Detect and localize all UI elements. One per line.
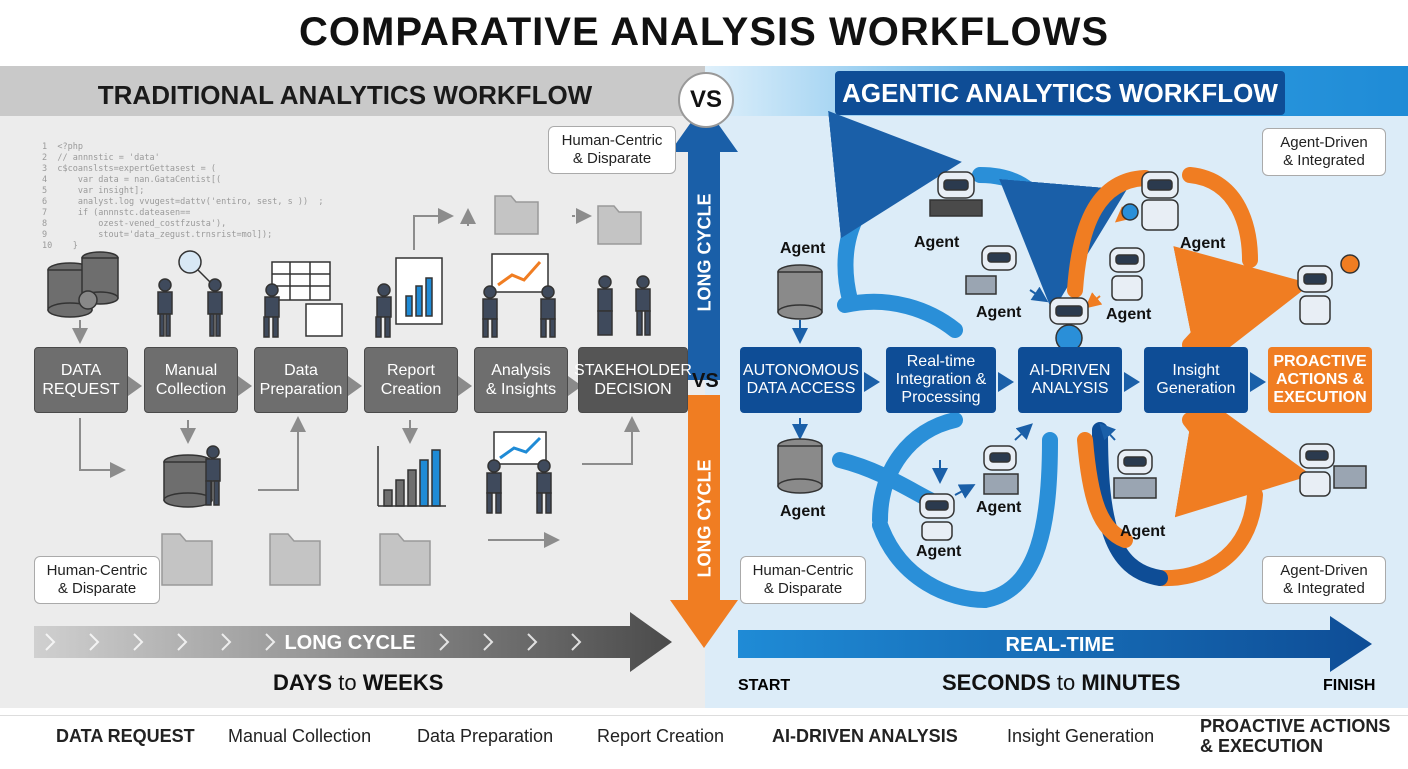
traditional-tag-bottom: Human-Centric & Disparate bbox=[34, 556, 160, 604]
step-analysis-insights: Analysis & Insights bbox=[474, 347, 568, 413]
legend-ai-driven-analysis: AI-DRIVEN ANALYSIS bbox=[772, 726, 958, 746]
people-icon bbox=[486, 459, 552, 514]
bar-chart-icon bbox=[377, 446, 446, 507]
legend-manual-collection: Manual Collection bbox=[228, 726, 372, 746]
agentic-tag-bottom-left: Human-Centric & Disparate bbox=[740, 556, 866, 604]
step-report-creation: Report Creation bbox=[364, 347, 458, 413]
robot-icon bbox=[919, 493, 955, 541]
agent-label: Agent bbox=[1180, 235, 1226, 252]
legend-report-creation: Report Creation bbox=[597, 726, 725, 746]
step-data-preparation: Data Preparation bbox=[254, 347, 348, 413]
spreadsheet-icon bbox=[271, 261, 343, 337]
page-title: COMPARATIVE ANALYSIS WORKFLOWS bbox=[299, 10, 1109, 54]
people-icon bbox=[482, 285, 556, 338]
legend-data-preparation: Data Preparation bbox=[417, 726, 554, 746]
agent-label: Agent bbox=[976, 499, 1022, 516]
traditional-header: TRADITIONAL ANALYTICS WORKFLOW bbox=[97, 80, 593, 110]
agentic-small-arrows bbox=[792, 206, 1133, 499]
person-icon bbox=[263, 283, 280, 338]
agentic-header: AGENTIC ANALYTICS WORKFLOW bbox=[835, 71, 1285, 115]
folder-icon bbox=[161, 533, 431, 586]
vs-badge-center: VS bbox=[692, 370, 719, 392]
step-proactive-actions: PROACTIVE ACTIONS & EXECUTION bbox=[1268, 347, 1372, 413]
vs-badge: VS bbox=[678, 72, 734, 128]
step-data-request: DATA REQUEST bbox=[34, 347, 128, 413]
traditional-icons bbox=[47, 195, 651, 586]
traditional-flow-arrows bbox=[128, 376, 582, 396]
long-cycle-label-bottom: LONG CYCLE bbox=[694, 459, 715, 578]
robot-icon bbox=[929, 171, 983, 217]
step-autonomous-data-access: AUTONOMOUS DATA ACCESS bbox=[740, 347, 862, 413]
agent-label: Agent bbox=[976, 304, 1022, 321]
timeline-finish: FINISH bbox=[1323, 677, 1376, 694]
traditional-duration: DAYS to WEEKS bbox=[273, 670, 444, 695]
agentic-timeline-label: REAL-TIME bbox=[1005, 634, 1115, 656]
step-stakeholder-decision: STAKEHOLDER DECISION bbox=[574, 347, 692, 413]
agentic-flow-arrows bbox=[864, 372, 1266, 392]
people-icon bbox=[157, 278, 223, 337]
magnifier-icon bbox=[178, 250, 211, 283]
folder-icon bbox=[494, 195, 642, 245]
robot-icon bbox=[965, 245, 1017, 295]
robot-icon bbox=[1109, 247, 1145, 301]
agentic-tag-top: Agent-Driven & Integrated bbox=[1262, 128, 1386, 176]
traditional-header-bar bbox=[0, 66, 705, 116]
gear-icon bbox=[78, 290, 98, 310]
agent-label: Agent bbox=[780, 240, 826, 257]
step-insight-generation: Insight Generation bbox=[1144, 347, 1248, 413]
presentation-icon bbox=[493, 431, 547, 465]
presentation-icon bbox=[491, 253, 549, 293]
robot-icon bbox=[1121, 171, 1179, 231]
robot-icon bbox=[983, 445, 1019, 495]
robot-icon bbox=[1113, 449, 1157, 499]
database-icon bbox=[777, 438, 823, 494]
timeline-start: START bbox=[738, 677, 791, 694]
agentic-tag-bottom-right: Agent-Driven & Integrated bbox=[1262, 556, 1386, 604]
agentic-timeline bbox=[738, 616, 1372, 672]
person-icon bbox=[375, 283, 392, 338]
step-realtime-integration: Real-time Integration & Processing bbox=[886, 347, 996, 413]
legend-data-request: DATA REQUEST bbox=[56, 726, 195, 746]
traditional-timeline bbox=[34, 612, 672, 672]
traditional-timeline-label: LONG CYCLE bbox=[284, 632, 416, 654]
agentic-duration: SECONDS to MINUTES bbox=[942, 670, 1181, 695]
step-manual-collection: Manual Collection bbox=[144, 347, 238, 413]
agent-label: Agent bbox=[914, 234, 960, 251]
agent-label: Agent bbox=[1120, 523, 1166, 540]
robot-icon bbox=[1299, 443, 1367, 497]
robot-icon bbox=[1049, 297, 1089, 352]
agent-label: Agent bbox=[1106, 306, 1152, 323]
legend-insight-generation: Insight Generation bbox=[1007, 726, 1155, 746]
step-ai-driven-analysis: AI-DRIVEN ANALYSIS bbox=[1018, 347, 1122, 413]
traditional-tag-top: Human-Centric & Disparate bbox=[548, 126, 676, 174]
report-icon bbox=[395, 257, 443, 325]
agentic-loops bbox=[828, 110, 1312, 608]
agent-label: Agent bbox=[780, 503, 826, 520]
agent-label: Agent bbox=[916, 543, 962, 560]
traditional-connectors bbox=[72, 208, 640, 548]
code-snippet: 1 <?php 2 // annnstic = 'data' 3 c$coans… bbox=[42, 142, 324, 251]
legend bbox=[0, 715, 1408, 769]
robot-icon bbox=[1297, 254, 1360, 325]
person-icon bbox=[205, 445, 221, 506]
people-icon bbox=[597, 275, 651, 336]
database-icon bbox=[163, 454, 213, 508]
database-icon bbox=[777, 264, 823, 320]
agentic-icons bbox=[777, 171, 1367, 541]
long-cycle-label-top: LONG CYCLE bbox=[694, 193, 715, 312]
divider-arrows bbox=[670, 104, 738, 648]
legend-proactive-actions: PROACTIVE ACTIONS & EXECUTION bbox=[1200, 716, 1391, 756]
